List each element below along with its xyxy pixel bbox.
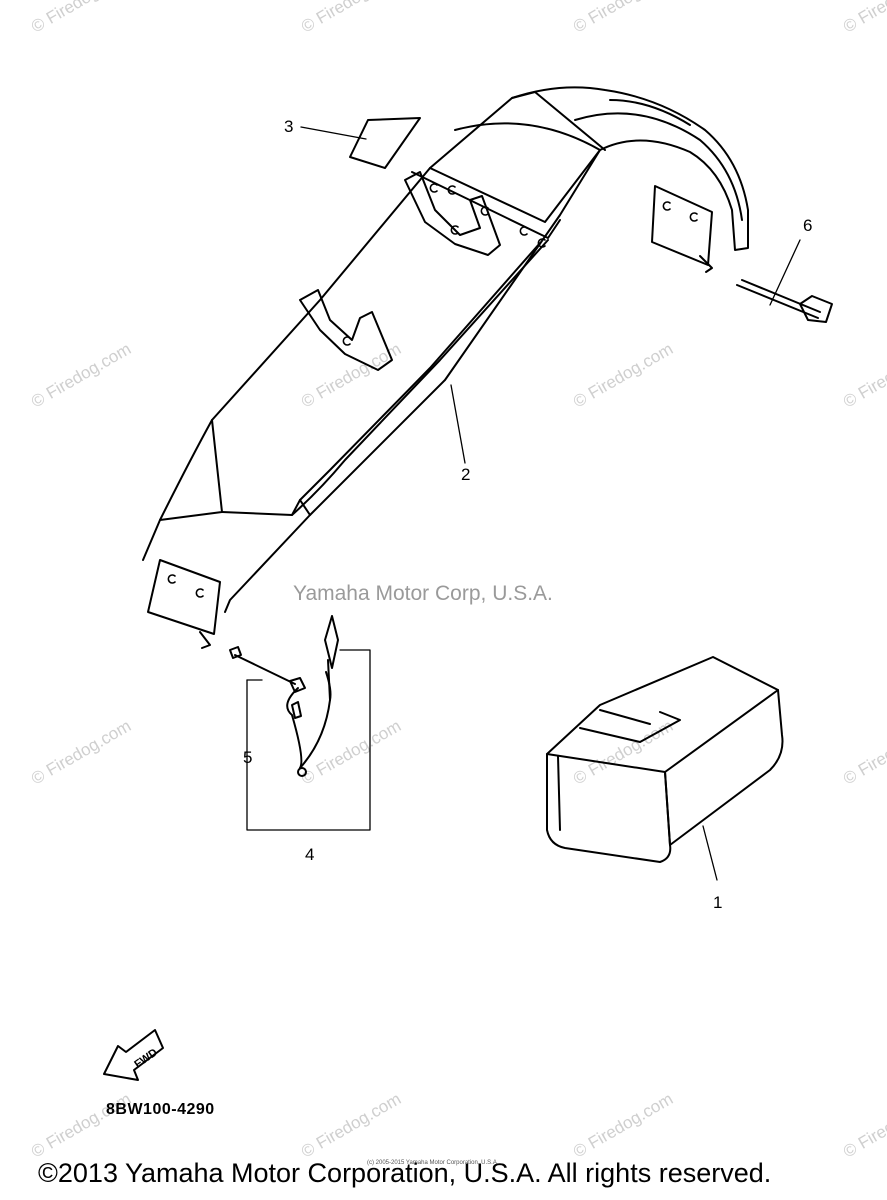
copyright-footer: ©2013 Yamaha Motor Corporation, U.S.A. A… [38, 1158, 772, 1188]
fine-print: (c) 2005-2015 Yamaha Motor Corporation, … [367, 1160, 499, 1166]
part-code: 8BW100-4290 [106, 1101, 215, 1118]
callout-3: 3 [284, 117, 294, 136]
center-watermark: Yamaha Motor Corp, U.S.A. [293, 582, 553, 605]
lock-pin [229, 615, 339, 777]
cover [546, 656, 784, 863]
callout-4: 4 [305, 845, 315, 864]
decal [349, 117, 421, 169]
callout-2: 2 [461, 465, 471, 484]
fwd-label: FWD [132, 1047, 159, 1071]
hitch-pin [736, 279, 833, 323]
fwd-arrow-icon [103, 1029, 164, 1081]
rear-fender [142, 86, 749, 649]
callout-5: 5 [243, 748, 253, 767]
callout-6: 6 [803, 216, 813, 235]
leader-lines [246, 126, 801, 881]
callout-1: 1 [713, 893, 723, 912]
bracket-holes [167, 183, 698, 598]
